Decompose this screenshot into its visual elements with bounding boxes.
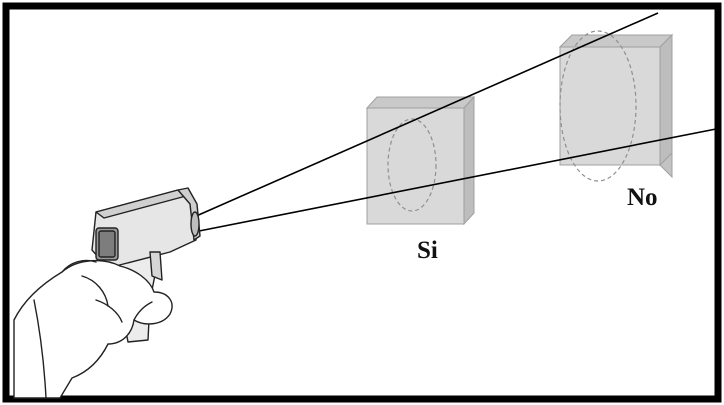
- near-target: [365, 95, 476, 226]
- hand-icon: [13, 259, 173, 399]
- near-target-label: Si: [417, 237, 438, 264]
- far-target-label: No: [627, 184, 658, 211]
- far-target: [558, 30, 674, 182]
- cone-upper-line: [193, 12, 659, 218]
- cone-lower-line: [193, 128, 717, 233]
